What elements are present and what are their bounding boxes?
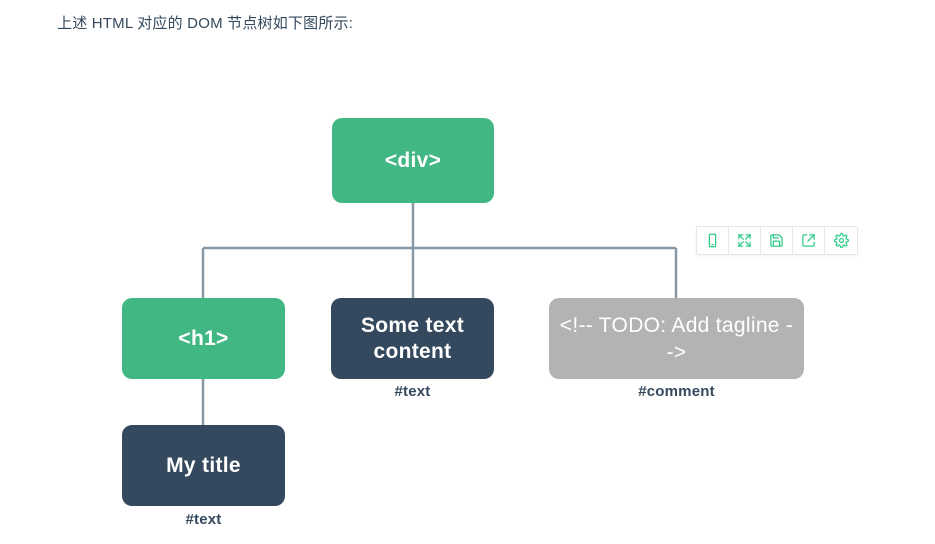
node-label-comment: #comment [638,383,715,400]
node-label-some-text: #text [394,383,431,400]
node-my-title[interactable]: My title [122,425,285,506]
share-button[interactable] [793,227,825,254]
node-some-text-content[interactable]: Some text content [331,298,494,379]
share-icon [801,233,816,248]
device-preview-button[interactable] [697,227,729,254]
save-icon [769,233,784,248]
device-preview-icon [705,233,720,248]
node-h1[interactable]: <h1> [122,298,285,379]
node-label-my-title: #text [185,511,222,528]
fullscreen-button[interactable] [729,227,761,254]
node-comment[interactable]: <!-- TODO: Add tagline --> [549,298,804,379]
page-caption: 上述 HTML 对应的 DOM 节点树如下图所示: [57,15,354,32]
gear-icon [833,233,849,248]
fullscreen-icon [737,233,752,248]
node-div[interactable]: <div> [332,118,494,203]
save-button[interactable] [761,227,793,254]
diagram-toolbar [696,226,858,255]
settings-button[interactable] [825,227,857,254]
